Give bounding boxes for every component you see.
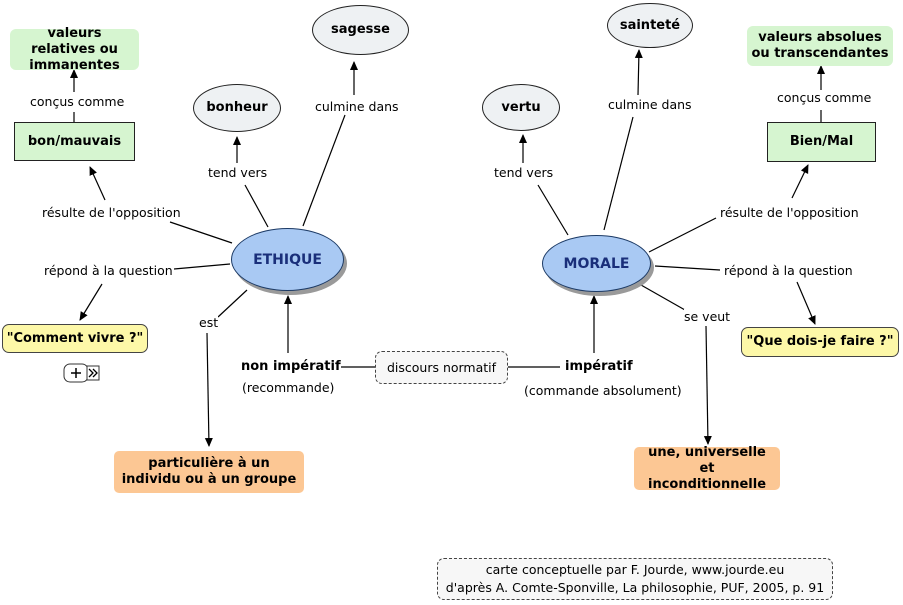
- node-sagesse[interactable]: sagesse: [312, 5, 409, 55]
- label-resulte-right: résulte de l'opposition: [720, 205, 859, 220]
- node-ethique-text: ETHIQUE: [253, 251, 322, 268]
- node-valeurs-relatives[interactable]: valeurs relatives ou immanentes: [10, 26, 139, 73]
- label-non-imperatif: non impératif: [241, 359, 341, 374]
- link-morale-universelle: [640, 284, 686, 311]
- node-comment-vivre[interactable]: "Comment vivre ?": [2, 324, 148, 353]
- link-ethique-particuliere: [217, 289, 248, 318]
- link-ethique-bonheur: [244, 184, 269, 228]
- node-bien-mal[interactable]: Bien/Mal: [767, 122, 876, 162]
- link-morale-saintete: [603, 116, 634, 231]
- node-bonheur[interactable]: bonheur: [193, 84, 281, 132]
- link-morale-quedoisje: [654, 265, 721, 271]
- node-que-dois-je-faire-text: "Que dois-je faire ?": [746, 334, 894, 349]
- node-saintete-text: sainteté: [619, 17, 681, 33]
- label-se-veut: se veut: [684, 309, 731, 324]
- node-bon-mauvais[interactable]: bon/mauvais: [14, 122, 135, 161]
- node-sagesse-text: sagesse: [331, 22, 390, 37]
- label-concus-comme-left: conçus comme: [30, 94, 125, 109]
- node-universelle[interactable]: une, universelle et inconditionnelle: [634, 444, 780, 492]
- label-imperatif: impératif: [565, 359, 633, 374]
- node-que-dois-je-faire[interactable]: "Que dois-je faire ?": [741, 327, 899, 357]
- node-comment-vivre-text: "Comment vivre ?": [6, 330, 144, 346]
- label-est: est: [199, 315, 219, 330]
- node-discours-normatif-text: discours normatif: [386, 359, 497, 375]
- label-repond-right: répond à la question: [724, 263, 853, 278]
- label-commande-absolument: (commande absolument): [524, 383, 682, 398]
- node-valeurs-relatives-text: valeurs relatives ou immanentes: [29, 25, 120, 73]
- label-concus-comme-right: conçus comme: [777, 90, 872, 105]
- node-bonheur-text: bonheur: [206, 100, 268, 115]
- label-tend-vers-left: tend vers: [208, 165, 268, 180]
- label-resulte-left: résulte de l'opposition: [42, 205, 181, 220]
- credit-box: carte conceptuelle par F. Jourde, www.jo…: [437, 558, 833, 600]
- node-bien-mal-text: Bien/Mal: [789, 134, 854, 149]
- link-morale-vertu: [537, 184, 569, 236]
- node-ethique[interactable]: ETHIQUE: [231, 228, 344, 291]
- credit-line-1: carte conceptuelle par F. Jourde, www.jo…: [485, 562, 785, 577]
- link-ethique-bonmauvais: [169, 221, 233, 244]
- node-universelle-text: une, universelle et inconditionnelle: [647, 444, 767, 492]
- link-ethique-commentvivre: [173, 263, 231, 270]
- label-culmine-left: culmine dans: [315, 99, 399, 114]
- link-morale-bienmal: [648, 217, 717, 253]
- label-repond-left: répond à la question: [44, 263, 173, 278]
- node-valeurs-absolues[interactable]: valeurs absolues ou transcendantes: [747, 26, 893, 66]
- node-morale-text: MORALE: [563, 255, 630, 272]
- node-valeurs-absolues-text: valeurs absolues ou transcendantes: [751, 30, 889, 61]
- node-saintete[interactable]: sainteté: [607, 3, 693, 48]
- node-morale[interactable]: MORALE: [542, 235, 651, 292]
- plus-icon[interactable]: [63, 363, 89, 383]
- node-vertu-text: vertu: [501, 99, 541, 115]
- credit-line-2: d'après A. Comte-Sponville, La philosoph…: [445, 580, 825, 595]
- node-bon-mauvais-text: bon/mauvais: [27, 133, 122, 149]
- node-particuliere-text: particulière à un individu ou à un group…: [121, 456, 297, 487]
- node-discours-normatif[interactable]: discours normatif: [375, 351, 508, 384]
- label-culmine-right: culmine dans: [608, 97, 692, 112]
- label-recommande: (recommande): [242, 380, 335, 395]
- double-chevron-right-icon[interactable]: [86, 365, 100, 381]
- node-vertu[interactable]: vertu: [482, 84, 560, 131]
- expand-control[interactable]: [63, 363, 105, 383]
- node-particuliere[interactable]: particulière à un individu ou à un group…: [114, 451, 304, 493]
- link-ethique-sagesse: [302, 114, 346, 227]
- label-tend-vers-right: tend vers: [494, 165, 554, 180]
